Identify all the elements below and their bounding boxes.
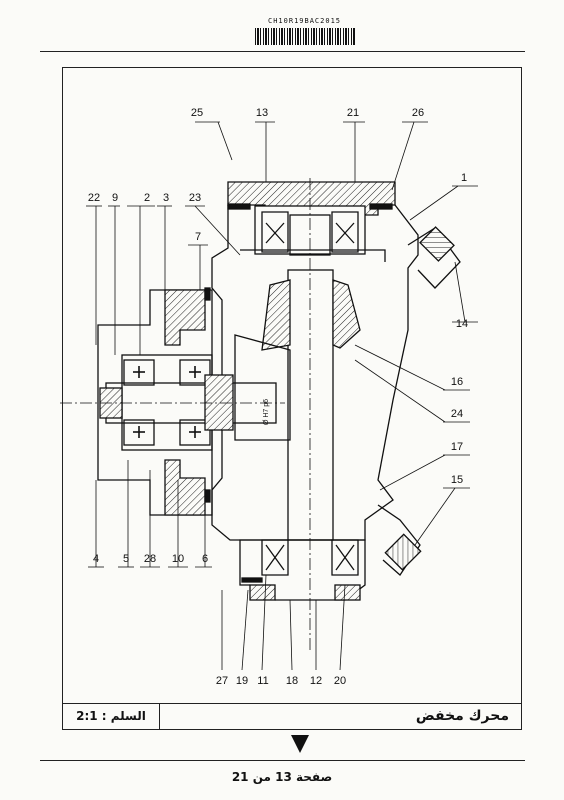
label-5: 5 [123, 553, 129, 565]
drawing-frame [62, 67, 522, 704]
label-15: 15 [451, 474, 463, 486]
label-6: 6 [202, 553, 208, 565]
label-1: 1 [461, 172, 467, 184]
label-21: 21 [347, 107, 359, 119]
scale-label: السلم : 2:1 [76, 709, 146, 723]
label-12: 12 [310, 675, 322, 687]
label-25: 25 [191, 107, 203, 119]
page-number: صفحة 13 من 21 [231, 770, 333, 784]
label-19: 19 [236, 675, 248, 687]
label-26: 26 [412, 107, 424, 119]
label-14: 14 [456, 318, 468, 330]
label-13: 13 [256, 107, 268, 119]
title-block: السلم : 2:1 محرك مخفض [62, 704, 522, 730]
label-11: 11 [257, 675, 268, 687]
label-27: 27 [216, 675, 228, 687]
drawing-title: محرك مخفض [415, 708, 509, 724]
bottom-rule [40, 760, 525, 761]
label-24: 24 [451, 408, 463, 420]
fit-dimension: Ø H7 p6 [263, 399, 270, 425]
label-17: 17 [451, 441, 463, 453]
label-3: 3 [163, 192, 169, 204]
label-22: 22 [88, 192, 100, 204]
top-rule [40, 51, 525, 52]
label-18: 18 [286, 675, 298, 687]
document-code: CH10R19BAC2015 [268, 17, 342, 25]
down-arrow-icon [291, 735, 309, 753]
label-7: 7 [195, 231, 201, 243]
label-20: 20 [334, 675, 346, 687]
label-23: 23 [189, 192, 201, 204]
label-28: 28 [144, 553, 156, 565]
label-16: 16 [451, 376, 463, 388]
title-block-divider [159, 704, 160, 729]
label-2: 2 [144, 192, 150, 204]
barcode [255, 28, 355, 45]
label-4: 4 [93, 553, 99, 565]
label-10: 10 [172, 553, 184, 565]
label-9: 9 [112, 192, 118, 204]
